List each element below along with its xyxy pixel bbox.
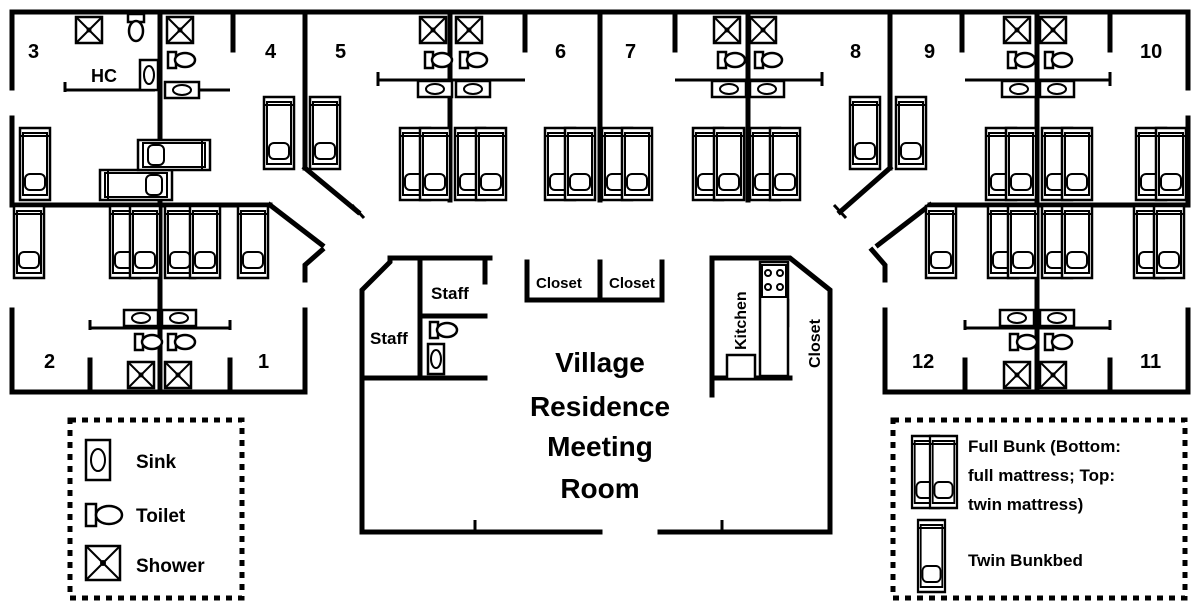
room-4-label: 4 xyxy=(265,41,277,63)
closet-right-label: Closet xyxy=(609,275,655,292)
room-10-label: 10 xyxy=(1140,41,1162,63)
legend-full-bunk-line-1: Full Bunk (Bottom: xyxy=(968,437,1121,456)
meeting-room-line-1: Village xyxy=(555,347,645,378)
sinks xyxy=(122,58,1076,376)
staff-upper-label: Staff xyxy=(431,284,469,303)
twin-bunk-legend-icon xyxy=(916,518,947,594)
legend-toilet-label: Toilet xyxy=(136,506,186,527)
closet-vertical-label: Closet xyxy=(807,318,824,368)
room-9-label: 9 xyxy=(924,41,935,63)
hc-label: HC xyxy=(91,66,117,86)
closet-left-label: Closet xyxy=(536,275,582,292)
full-bunk-legend-icon xyxy=(910,434,959,510)
legend-sink-label: Sink xyxy=(136,452,177,473)
legend-full-bunk-line-3: twin mattress) xyxy=(968,495,1083,514)
room-5-label: 5 xyxy=(335,41,346,63)
staff-lower-label: Staff xyxy=(370,329,408,348)
legend-twin-bunk-label: Twin Bunkbed xyxy=(968,551,1083,570)
meeting-room-line-2: Residence xyxy=(530,391,670,422)
legend-shower-label: Shower xyxy=(136,556,205,577)
area-labels: HC Staff Staff Closet Closet Kitchen Clo… xyxy=(91,66,824,504)
kitchen-fixtures xyxy=(725,260,790,381)
legend-beds: Full Bunk (Bottom: full mattress; Top: t… xyxy=(890,417,1188,601)
room-11-label: 11 xyxy=(1140,351,1161,373)
meeting-room-line-4: Room xyxy=(560,473,639,504)
kitchen-label: Kitchen xyxy=(733,291,750,350)
room-1-label: 1 xyxy=(258,351,269,373)
room-numbers: 3 4 5 6 7 8 9 10 2 1 12 11 xyxy=(28,41,1162,373)
room-6-label: 6 xyxy=(555,41,566,63)
meeting-room-line-3: Meeting xyxy=(547,431,653,462)
room-8-label: 8 xyxy=(850,41,861,63)
sink-legend-icon xyxy=(84,438,112,482)
walls xyxy=(9,9,1191,535)
legend-full-bunk-line-2: full mattress; Top: xyxy=(968,466,1115,485)
shower-legend-icon xyxy=(84,544,122,582)
legend-fixtures: Sink Toilet Shower xyxy=(67,417,245,601)
room-12-label: 12 xyxy=(912,351,934,373)
room-2-label: 2 xyxy=(44,351,55,373)
room-7-label: 7 xyxy=(625,41,636,63)
room-3-label: 3 xyxy=(28,41,39,63)
toilet-legend-icon xyxy=(84,502,124,528)
